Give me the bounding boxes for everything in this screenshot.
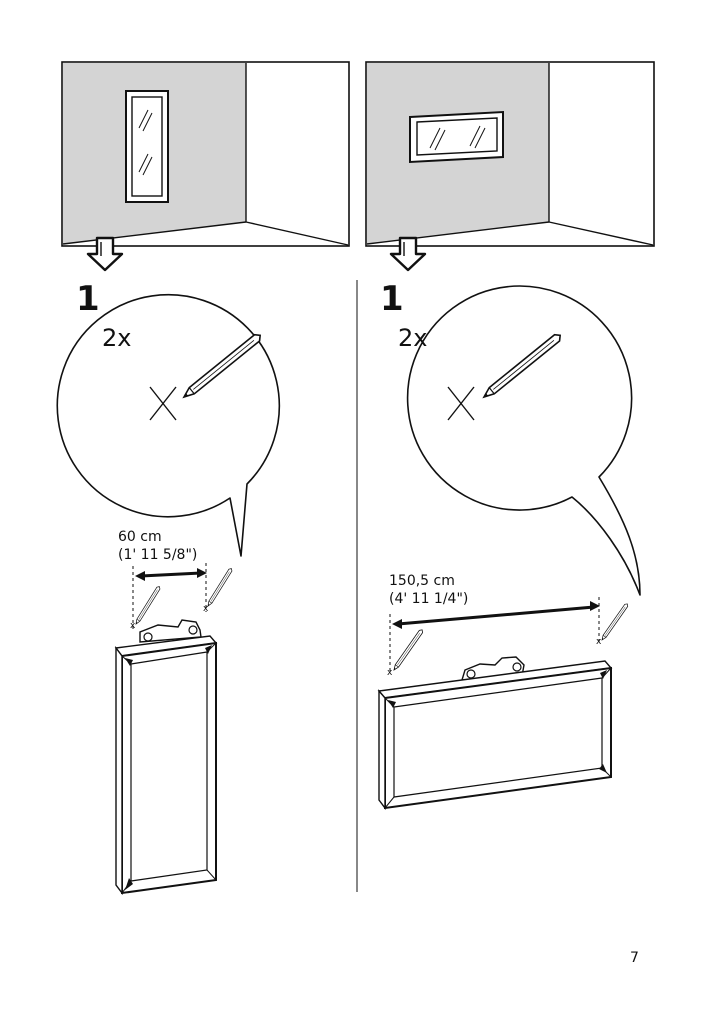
mirror-landscape-small [409,110,504,164]
measure-arrow-right: x x [387,597,602,678]
wall-scene-portrait [61,61,350,247]
mirror-portrait-small [125,90,169,203]
measurement-imperial: (1' 11 5/8") [118,547,198,563]
step-number-left: 1 [76,279,100,319]
pencil-icon [391,628,425,672]
page-number: 7 [630,950,639,966]
measure-arrow-left: x x [130,563,209,631]
detail-bubble-left [56,293,281,557]
detail-bubble-right [406,285,641,596]
cross-mark-icon [149,386,177,421]
measurement-metric: 150,5 cm [389,573,455,589]
svg-text:x: x [596,637,602,647]
mirror-portrait-large [114,619,218,896]
cross-mark-icon [447,386,475,421]
step-number-right: 1 [380,279,404,319]
svg-text:x: x [130,621,136,631]
mirror-landscape-large [377,656,613,811]
measurement-label-left: 60 cm (1' 11 5/8") [118,528,197,564]
measurement-imperial: (4' 11 1/4") [389,591,469,607]
wall-scene-landscape [365,61,655,247]
svg-text:x: x [387,668,393,678]
quantity-label-right: 2x [398,324,428,352]
pencil-icon [134,585,162,626]
quantity-label-left: 2x [102,324,132,352]
pencil-icon [206,567,234,608]
measurement-label-right: 150,5 cm (4' 11 1/4") [389,572,468,608]
pencil-icon [600,602,630,642]
svg-text:x: x [203,604,209,614]
measurement-metric: 60 cm [118,529,162,545]
